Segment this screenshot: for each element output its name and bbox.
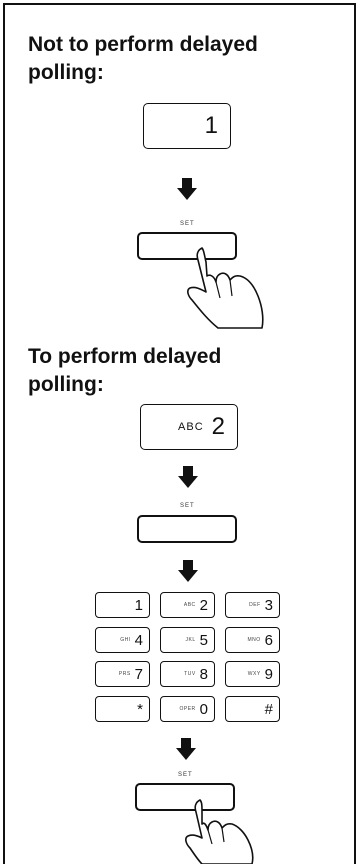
key-7[interactable]: PRS 7 [95, 661, 150, 687]
key-8[interactable]: TUV 8 [160, 661, 215, 687]
key-3[interactable]: DEF 3 [225, 592, 280, 618]
down-arrow-icon [176, 738, 196, 760]
key-digit: # [264, 700, 273, 718]
heading-delayed-polling-2: polling: [28, 372, 104, 398]
key-0[interactable]: OPER 0 [160, 696, 215, 722]
key-hash[interactable]: # [225, 696, 280, 722]
pressing-hand-icon [187, 247, 264, 329]
display-prefix: ABC [178, 421, 204, 433]
set-button[interactable] [137, 232, 237, 260]
key-letters: ABC [183, 602, 196, 608]
set-label: SET [178, 772, 193, 778]
display-digit: 2 [211, 413, 225, 440]
key-letters: TUV [184, 671, 196, 677]
down-arrow-icon [178, 560, 198, 582]
key-digit: 7 [134, 665, 143, 683]
key-letters: OPER [179, 706, 196, 712]
key-9[interactable]: WXY 9 [225, 661, 280, 687]
set-label: SET [180, 503, 195, 509]
heading-delayed-polling: To perform delayed [28, 344, 221, 370]
page-frame [3, 3, 356, 864]
display-value-1: 1 [143, 103, 231, 149]
heading-no-delayed-polling-2: polling: [28, 60, 104, 86]
key-letters: DEF [249, 602, 261, 608]
heading-no-delayed-polling: Not to perform delayed [28, 32, 258, 58]
key-digit: 1 [134, 596, 143, 614]
key-1[interactable]: 1 [95, 592, 150, 618]
key-digit: * [137, 700, 143, 718]
key-letters: GHI [120, 637, 131, 643]
key-letters: PRS [118, 671, 131, 677]
key-4[interactable]: GHI 4 [95, 627, 150, 653]
key-2[interactable]: ABC 2 [160, 592, 215, 618]
down-arrow-icon [178, 466, 198, 488]
key-digit: 3 [264, 596, 273, 614]
display-digit: 1 [204, 112, 218, 139]
key-digit: 9 [264, 665, 273, 683]
key-digit: 5 [199, 631, 208, 649]
key-digit: 2 [199, 596, 208, 614]
key-5[interactable]: JKL 5 [160, 627, 215, 653]
set-button[interactable] [137, 515, 237, 543]
key-star[interactable]: * [95, 696, 150, 722]
heading-line-2: polling: [28, 61, 104, 84]
key-letters: JKL [185, 637, 196, 643]
set-label: SET [180, 221, 195, 227]
key-digit: 6 [264, 631, 273, 649]
key-letters: WXY [247, 671, 261, 677]
down-arrow-icon [177, 178, 197, 200]
set-button[interactable] [135, 783, 235, 811]
key-6[interactable]: MNO 6 [225, 627, 280, 653]
key-letters: MNO [247, 637, 261, 643]
display-value-2: ABC 2 [140, 404, 238, 450]
heading-line-2: polling: [28, 373, 104, 396]
heading-line-1: To perform delayed [28, 345, 222, 368]
heading-line-1: Not to perform delayed [28, 33, 258, 56]
pressing-hand-icon [185, 799, 254, 864]
key-digit: 8 [199, 665, 208, 683]
key-digit: 4 [134, 631, 143, 649]
key-digit: 0 [199, 700, 208, 718]
